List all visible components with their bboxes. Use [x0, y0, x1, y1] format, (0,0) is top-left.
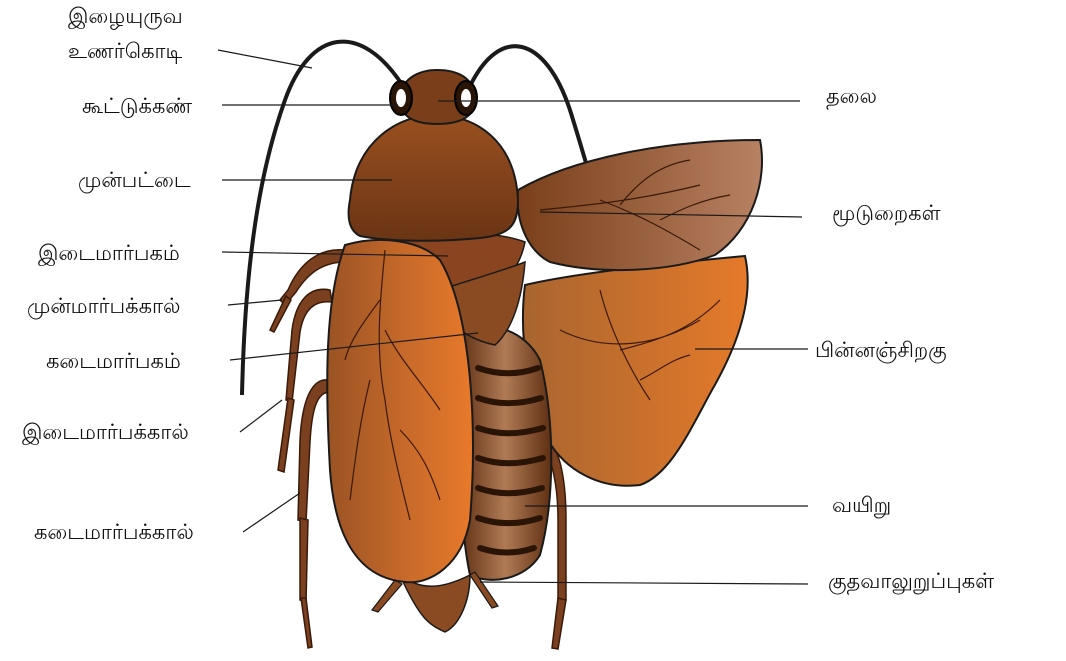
- label-head: தலை: [826, 83, 877, 109]
- hindwing-shape: [523, 256, 748, 486]
- label-abdomen: வயிறு: [832, 492, 891, 518]
- tegmina-shape: [518, 140, 762, 270]
- label-midleg: இடைமார்பக்கால்: [22, 419, 189, 445]
- pronotum-shape: [349, 115, 518, 241]
- label-cerci: குதவாலுறுப்புகள்: [828, 568, 994, 594]
- label-mesothorax: இடைமார்பகம்: [38, 240, 180, 266]
- compound-eye-right-inner: [461, 89, 471, 107]
- label-pronotum: முன்பட்டை: [78, 167, 191, 193]
- label-antenna-line2: உணர்கொடி: [68, 38, 182, 64]
- cerci-shape: [400, 575, 470, 632]
- cerci-left: [372, 580, 402, 612]
- label-hindwing: பின்னஞ்சிறகு: [815, 337, 947, 363]
- label-antenna-line1: இழையுருவ: [68, 3, 183, 29]
- label-hindleg: கடைமார்பக்கால்: [34, 519, 194, 545]
- label-foreleg: முன்மார்பக்கால்: [27, 293, 180, 319]
- elytron-shape: [327, 240, 473, 582]
- label-compound-eye: கூட்டுக்கண்: [82, 93, 192, 119]
- hindleg-left: [298, 380, 330, 648]
- label-tegmina: மூடுறைகள்: [832, 200, 941, 226]
- compound-eye-left-inner: [396, 89, 406, 107]
- label-metathorax: கடைமார்பகம்: [46, 348, 181, 374]
